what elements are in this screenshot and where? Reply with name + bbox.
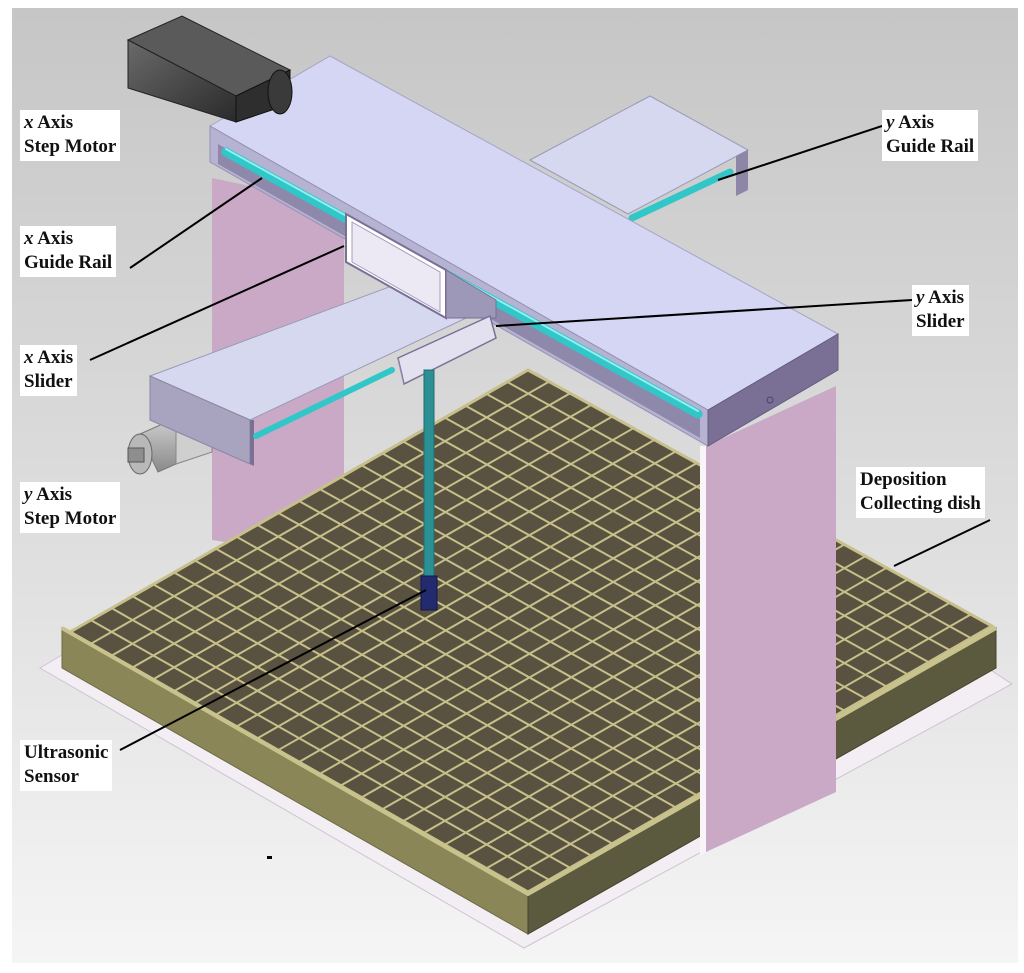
axis-var: x [24, 228, 34, 249]
y-platform-side [250, 420, 254, 466]
leader-y-slider [495, 299, 913, 327]
x-axis-step-motor [126, 15, 293, 123]
leader-x-guide-rail [129, 177, 263, 269]
stray-mark [267, 856, 272, 859]
label-x-axis-slider: x Axis Slider [20, 345, 78, 396]
leader-ultrasonic-sensor [119, 589, 427, 751]
label-y-axis-slider: y Axis Slider [912, 285, 969, 336]
y-guide-rail-lower [253, 367, 395, 439]
y-guide-rail-right [628, 168, 734, 222]
label-deposition-collecting-dish: Deposition Collecting dish [856, 467, 985, 518]
axis-var: y [886, 112, 895, 133]
ultrasonic-sensor-head [420, 575, 438, 611]
probe-rod [423, 369, 435, 581]
y-axis-slider [397, 314, 497, 386]
dish-rim-top [61, 626, 997, 897]
label-y-axis-step-motor: y Axis Step Motor [20, 482, 121, 533]
dish-grid-line [298, 497, 761, 763]
label-x-axis-step-motor: x Axis Step Motor [20, 110, 121, 161]
dish-grid-line [465, 404, 930, 664]
x-axis-slider [345, 212, 497, 320]
right-pillar [706, 386, 836, 852]
right-pillar-edge [700, 446, 706, 856]
label-ultrasonic-sensor: Ultrasonic Sensor [20, 740, 113, 791]
dish-grid-line [465, 590, 930, 858]
beam-hole [766, 396, 774, 404]
label-y-axis-guide-rail: y Axis Guide Rail [882, 110, 979, 161]
gantry-beam-end [707, 333, 839, 447]
leader-y-guide-rail [717, 125, 883, 181]
axis-var: x [24, 112, 34, 133]
leader-x-slider [89, 245, 345, 361]
axis-var: y [24, 484, 33, 505]
leader-deposition-dish [893, 519, 991, 567]
label-x-axis-guide-rail: x Axis Guide Rail [20, 226, 117, 277]
axis-var: x [24, 347, 34, 368]
axis-var: y [916, 287, 925, 308]
